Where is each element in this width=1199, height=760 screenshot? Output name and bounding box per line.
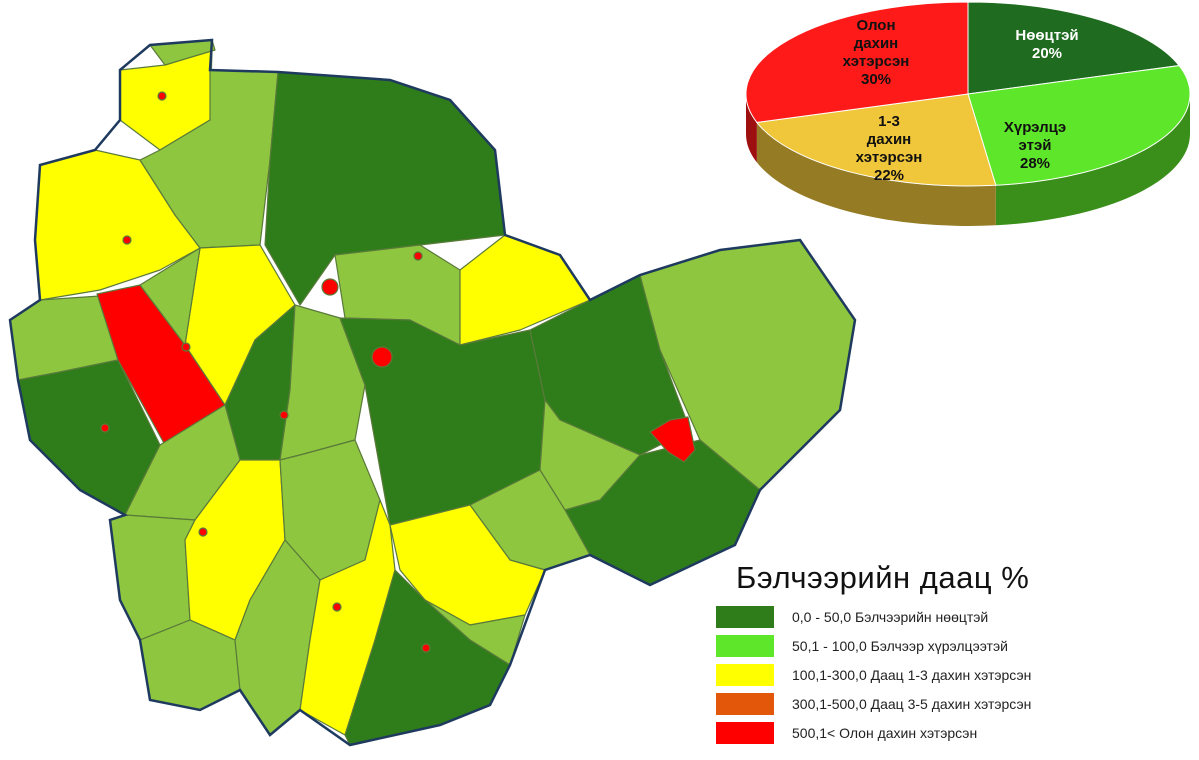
legend-swatch bbox=[716, 663, 774, 686]
legend-item: 300,1-500,0 Даац 3-5 дахин хэтэрсэн bbox=[716, 689, 1186, 718]
pie-slice[interactable] bbox=[967, 1, 1181, 95]
map-settlement[interactable] bbox=[122, 235, 132, 245]
legend-swatch bbox=[716, 692, 774, 715]
legend-label: 0,0 - 50,0 Бэлчээрийн нөөцтэй bbox=[792, 608, 989, 625]
legend-item: 0,0 - 50,0 Бэлчээрийн нөөцтэй bbox=[716, 602, 1186, 631]
map-settlement[interactable] bbox=[413, 251, 423, 261]
pie-slice[interactable] bbox=[755, 93, 997, 187]
map-settlement[interactable] bbox=[371, 346, 393, 368]
map-settlement[interactable] bbox=[649, 416, 696, 463]
pie-slice-side bbox=[746, 94, 757, 163]
map-outline bbox=[8, 38, 857, 747]
map-settlement[interactable] bbox=[100, 423, 110, 433]
map-settlement[interactable] bbox=[421, 643, 431, 653]
map-settlement[interactable] bbox=[198, 527, 208, 537]
legend-swatch bbox=[716, 634, 774, 657]
legend-label: 50,1 - 100,0 Бэлчээр хүрэлцээтэй bbox=[792, 637, 1008, 654]
pie-slice-side bbox=[756, 122, 996, 227]
map-settlement[interactable] bbox=[181, 342, 191, 352]
map-region[interactable] bbox=[139, 247, 201, 346]
legend-label: 300,1-500,0 Даац 3-5 дахин хэтэрсэн bbox=[792, 695, 1032, 712]
pie-slice[interactable] bbox=[745, 1, 969, 123]
legend-item: 100,1-300,0 Даац 1-3 дахин хэтэрсэн bbox=[716, 660, 1186, 689]
pie-slice-side bbox=[995, 94, 1190, 226]
map-settlement[interactable] bbox=[321, 278, 339, 296]
map-settlement[interactable] bbox=[332, 602, 342, 612]
legend-title: Бэлчээрийн даац % bbox=[736, 560, 1030, 595]
legend-label: 100,1-300,0 Даац 1-3 дахин хэтэрсэн bbox=[792, 666, 1032, 683]
legend-item: 50,1 - 100,0 Бэлчээр хүрэлцээтэй bbox=[716, 631, 1186, 660]
map-settlement[interactable] bbox=[279, 410, 289, 420]
pie-slice[interactable] bbox=[967, 65, 1191, 186]
legend-item: 500,1< Олон дахин хэтэрсэн bbox=[716, 718, 1186, 747]
legend-label: 500,1< Олон дахин хэтэрсэн bbox=[792, 724, 978, 741]
legend-swatch bbox=[716, 605, 774, 628]
map-settlement[interactable] bbox=[157, 91, 167, 101]
legend: Бэлчээрийн даац % 0,0 - 50,0 Бэлчээрийн … bbox=[716, 560, 1186, 747]
legend-swatch bbox=[716, 721, 774, 744]
map-region[interactable] bbox=[109, 514, 196, 641]
